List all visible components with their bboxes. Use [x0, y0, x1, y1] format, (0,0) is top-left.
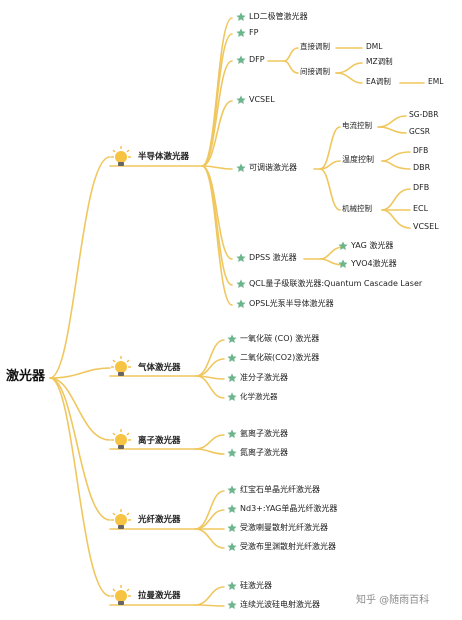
star-icon [236, 55, 246, 65]
node-current-control: 电流控制 [342, 121, 372, 130]
node-fiber-ruby: 红宝石单晶光纤激光器 [240, 485, 320, 494]
watermark: 知乎 @随雨百科 [356, 595, 430, 606]
node-yag: YAG 激光器 [351, 241, 394, 250]
star-icon [236, 95, 246, 105]
node-gas-excimer: 准分子激光器 [240, 373, 288, 382]
category-gas: 气体激光器 [138, 363, 181, 373]
lightbulb-icon [111, 509, 131, 529]
node-eml: EML [428, 77, 444, 86]
lightbulb-icon [111, 585, 131, 605]
node-opsl: OPSL光泵半导体激光器 [249, 299, 334, 308]
star-icon [227, 485, 237, 495]
node-yvo4: YVO4激光器 [351, 259, 397, 268]
node-qcl: QCL量子级联激光器:Quantum Cascade Laser [249, 279, 423, 288]
star-icon [227, 504, 237, 514]
node-dfb-mech: DFB [413, 183, 430, 192]
node-direct-modulation: 直接调制 [300, 42, 330, 51]
star-icon [227, 334, 237, 344]
node-fiber-brillouin: 受激布里渊散射光纤激光器 [240, 542, 336, 551]
node-gas-co: 一氧化碳 (CO) 激光器 [240, 334, 320, 343]
node-indirect-modulation: 间接调制 [300, 67, 330, 76]
star-icon [227, 600, 237, 610]
node-raman-silicon: 硅激光器 [240, 581, 272, 590]
star-icon [338, 241, 348, 251]
star-icon [236, 12, 246, 22]
node-sg-dbr: SG-DBR [409, 110, 439, 119]
node-ea: EA调制 [366, 77, 391, 86]
node-mechanical-control: 机械控制 [342, 204, 372, 213]
node-gas-co2: 二氧化碳(CO2)激光器 [240, 353, 320, 362]
category-raman: 拉曼激光器 [138, 591, 181, 601]
node-temperature-control: 温度控制 [342, 155, 374, 164]
node-ion-nitrogen: 氮离子激光器 [240, 448, 288, 457]
star-icon [227, 429, 237, 439]
node-dbr: DBR [413, 163, 431, 172]
star-icon [227, 581, 237, 591]
star-icon [227, 373, 237, 383]
node-vcsel: VCSEL [249, 95, 275, 104]
category-fiber: 光纤激光器 [138, 515, 181, 525]
node-dfb-temp: DFB [413, 146, 429, 155]
star-icon [227, 353, 237, 363]
star-icon [236, 163, 246, 173]
node-fiber-ndyag: Nd3+:YAG单晶光纤激光器 [240, 504, 338, 513]
node-dpss: DPSS 激光器 [249, 253, 297, 262]
star-icon [227, 523, 237, 533]
category-semiconductor: 半导体激光器 [138, 152, 190, 162]
star-icon [236, 28, 246, 38]
lightbulb-icon [111, 356, 131, 376]
root-node: 激光器 [6, 369, 46, 384]
node-mz: MZ调制 [366, 57, 393, 66]
node-gas-chemical: 化学激光器 [240, 392, 278, 401]
category-ion: 离子激光器 [138, 436, 181, 446]
star-icon [227, 448, 237, 458]
star-icon [338, 259, 348, 269]
star-icon [227, 542, 237, 552]
node-ion-argon: 氩离子激光器 [240, 429, 288, 438]
lightbulb-icon [111, 429, 131, 449]
node-dfp: DFP [249, 55, 265, 64]
star-icon [236, 279, 246, 289]
star-icon [236, 253, 246, 263]
lightbulb-icon [111, 146, 131, 166]
node-tunable: 可调谐激光器 [249, 163, 297, 172]
node-ecl: ECL [413, 204, 429, 213]
node-raman-cw-silicon: 连续光波硅电射激光器 [240, 600, 320, 609]
node-dml: DML [366, 42, 383, 51]
star-icon [236, 299, 246, 309]
node-fp: FP [249, 28, 259, 37]
node-ld: LD二极管激光器 [249, 12, 308, 21]
star-icon [227, 392, 237, 402]
node-gcsr: GCSR [409, 127, 431, 136]
node-vcsel-mech: VCSEL [413, 222, 439, 231]
node-fiber-raman: 受激喇曼散射光纤激光器 [240, 523, 328, 532]
